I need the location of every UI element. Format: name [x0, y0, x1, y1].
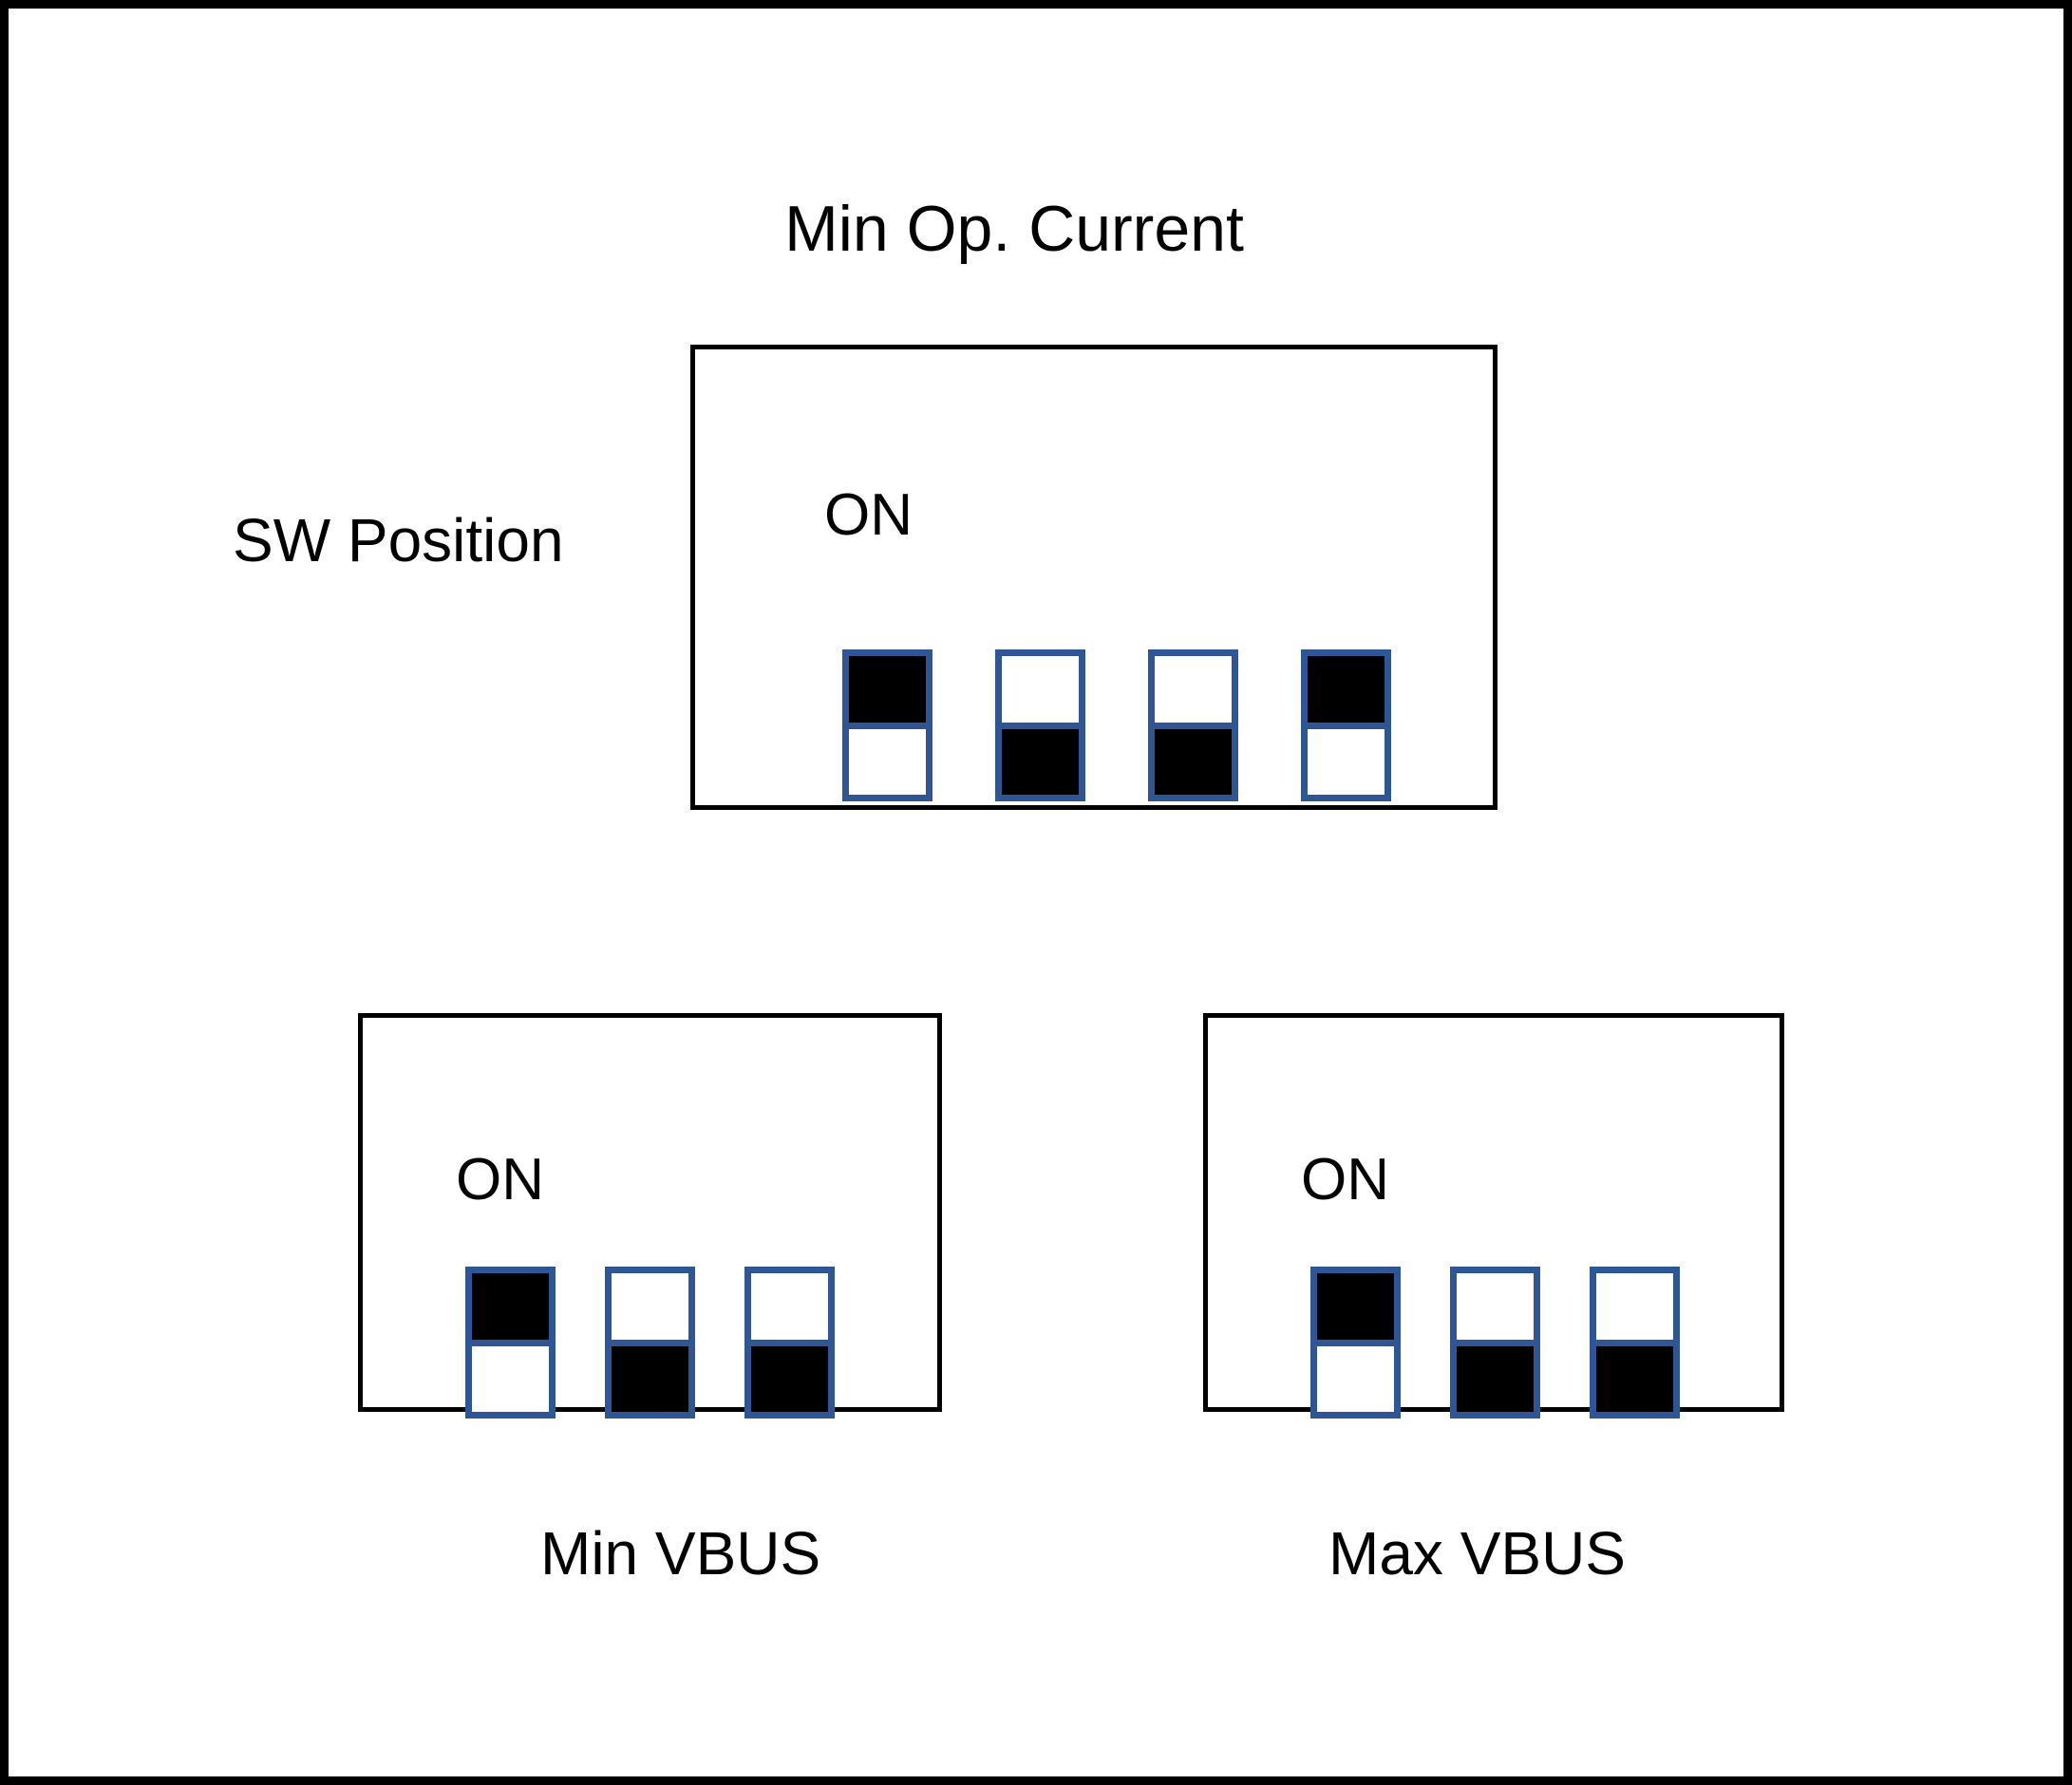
dip-switch-2-top-half: [1002, 656, 1079, 729]
dip-switch-3-top-half: [1155, 656, 1232, 729]
dip-switch-min-vbus-3[interactable]: [744, 1267, 835, 1419]
dip-switch-min-vbus-3-bottom-half: [751, 1345, 828, 1412]
dip-switch-min-vbus-1-top-half: [472, 1273, 549, 1346]
dip-switch-4-bottom-half: [1308, 728, 1384, 795]
dip-switch-min-vbus-3-top-half: [751, 1273, 828, 1346]
dip-switch-min-vbus-2[interactable]: [605, 1267, 695, 1419]
switch-row-min-vbus: [465, 1267, 835, 1419]
switch-bank-min-op-current: ON: [690, 345, 1497, 810]
label-sw-position: SW Position: [233, 506, 564, 574]
dip-switch-2-bottom-half: [1002, 728, 1079, 795]
dip-switch-min-vbus-2-bottom-half: [612, 1345, 688, 1412]
dip-switch-max-vbus-1-bottom-half: [1317, 1345, 1394, 1412]
dip-switch-max-vbus-2-top-half: [1457, 1273, 1534, 1346]
caption-max-vbus: Max VBUS: [1328, 1519, 1626, 1588]
dip-switch-3[interactable]: [1148, 649, 1238, 801]
dip-switch-min-vbus-1[interactable]: [465, 1267, 556, 1419]
switch-bank-max-vbus: ON: [1203, 1013, 1784, 1419]
switch-row-max-vbus: [1310, 1267, 1680, 1419]
switch-bank-min-vbus: ON: [358, 1013, 942, 1419]
on-label-min-vbus: ON: [456, 1147, 544, 1212]
dip-switch-min-vbus-2-top-half: [612, 1273, 688, 1346]
dip-switch-max-vbus-3[interactable]: [1590, 1267, 1680, 1419]
dip-switch-max-vbus-2[interactable]: [1450, 1267, 1540, 1419]
dip-switch-1-bottom-half: [849, 728, 926, 795]
dip-switch-2[interactable]: [995, 649, 1085, 801]
dip-switch-4[interactable]: [1301, 649, 1391, 801]
dip-switch-max-vbus-1[interactable]: [1310, 1267, 1401, 1419]
switch-row-min-op-current: [842, 649, 1391, 801]
title-min-op-current: Min Op. Current: [784, 193, 1244, 265]
dip-switch-4-top-half: [1308, 656, 1384, 729]
dip-switch-max-vbus-1-top-half: [1317, 1273, 1394, 1346]
on-label-max-vbus: ON: [1301, 1147, 1389, 1212]
dip-switch-max-vbus-3-bottom-half: [1596, 1345, 1673, 1412]
dip-switch-min-vbus-1-bottom-half: [472, 1345, 549, 1412]
dip-switch-1[interactable]: [842, 649, 932, 801]
dip-switch-max-vbus-2-bottom-half: [1457, 1345, 1534, 1412]
on-label-min-op-current: ON: [824, 482, 913, 548]
dip-switch-1-top-half: [849, 656, 926, 729]
dip-switch-3-bottom-half: [1155, 728, 1232, 795]
dip-switch-max-vbus-3-top-half: [1596, 1273, 1673, 1346]
caption-min-vbus: Min VBUS: [540, 1519, 821, 1588]
